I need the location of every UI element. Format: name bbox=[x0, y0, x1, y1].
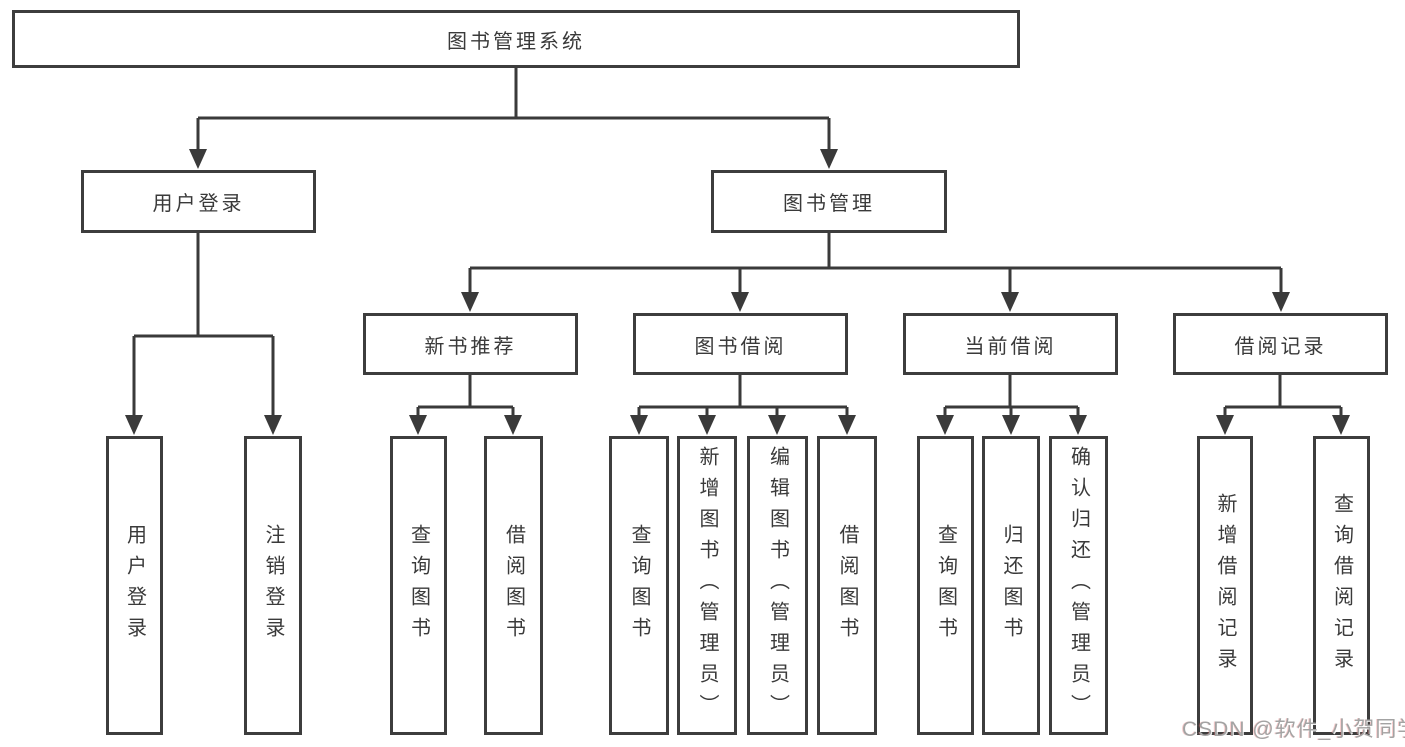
node-user-login: 用户登录 bbox=[81, 170, 316, 233]
connector-borrow-records-branch bbox=[1223, 375, 1343, 418]
node-label: 查询图书 bbox=[407, 523, 430, 648]
connector-book-management-branch bbox=[468, 233, 1283, 296]
node-label: 新增借阅记录 bbox=[1214, 492, 1236, 679]
node-label: 图书借阅 bbox=[694, 335, 787, 358]
connector-book-borrow-branch bbox=[637, 375, 849, 418]
node-label: 查询借阅记录 bbox=[1330, 492, 1353, 679]
arrowheads bbox=[125, 149, 1350, 435]
connector-root-to-level2 bbox=[196, 68, 831, 152]
node-label: 当前借阅 bbox=[964, 335, 1057, 358]
leaf-cb-confirm-return-admin: 确认归还（管理员） bbox=[1049, 436, 1108, 735]
connector-current-borrow-branch bbox=[943, 375, 1080, 418]
node-current-borrow: 当前借阅 bbox=[903, 313, 1118, 375]
node-label: 编辑图书（管理员） bbox=[766, 446, 789, 725]
node-label: 查询图书 bbox=[628, 523, 650, 648]
leaf-cb-return-books: 归还图书 bbox=[982, 436, 1040, 735]
leaf-br-query-record: 查询借阅记录 bbox=[1313, 436, 1370, 735]
node-label: 用户登录 bbox=[123, 523, 146, 648]
node-label: 归还图书 bbox=[1000, 523, 1022, 648]
node-label: 图书管理系统 bbox=[447, 30, 585, 53]
node-borrow-records: 借阅记录 bbox=[1173, 313, 1388, 375]
node-root: 图书管理系统 bbox=[12, 10, 1020, 68]
node-label: 查询图书 bbox=[934, 523, 957, 648]
node-label: 图书管理 bbox=[783, 193, 875, 215]
node-label: 注销登录 bbox=[262, 523, 284, 648]
node-label: 确认归还（管理员） bbox=[1067, 446, 1090, 725]
leaf-nbr-query-books: 查询图书 bbox=[390, 436, 447, 735]
node-book-management: 图书管理 bbox=[711, 170, 947, 233]
node-label: 借阅图书 bbox=[836, 523, 858, 648]
leaf-bb-add-books-admin: 新增图书（管理员） bbox=[677, 436, 737, 735]
leaf-nbr-borrow-books: 借阅图书 bbox=[484, 436, 543, 735]
node-label: 用户登录 bbox=[152, 193, 245, 215]
node-label: 新书推荐 bbox=[424, 335, 517, 358]
node-book-borrow: 图书借阅 bbox=[633, 313, 848, 375]
leaf-cb-query-books: 查询图书 bbox=[917, 436, 974, 735]
leaf-bb-borrow-books: 借阅图书 bbox=[817, 436, 877, 735]
leaf-logout-login: 注销登录 bbox=[244, 436, 302, 735]
connector-new-book-recommend-branch bbox=[416, 375, 515, 418]
node-label: 新增图书（管理员） bbox=[696, 446, 718, 725]
node-label: 借阅记录 bbox=[1234, 335, 1327, 358]
connector-user-login-branch bbox=[132, 233, 275, 418]
node-new-book-recommend: 新书推荐 bbox=[363, 313, 578, 375]
leaf-bb-edit-books-admin: 编辑图书（管理员） bbox=[747, 436, 808, 735]
leaf-br-add-record: 新增借阅记录 bbox=[1197, 436, 1253, 735]
watermark: CSDN @软件_小贺同学 bbox=[1182, 718, 1405, 741]
leaf-user-login: 用户登录 bbox=[106, 436, 163, 735]
leaf-bb-query-books: 查询图书 bbox=[609, 436, 669, 735]
node-label: 借阅图书 bbox=[502, 523, 525, 648]
